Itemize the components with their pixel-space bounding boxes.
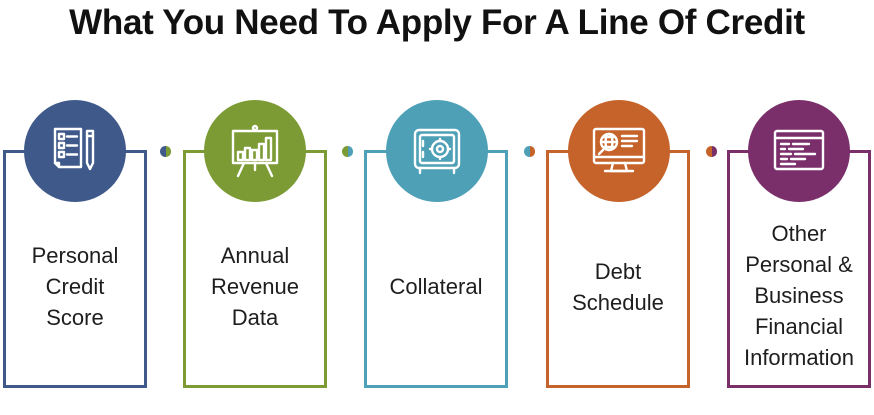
card-label: Annual Revenue Data: [210, 243, 300, 330]
document-pencil-icon: [24, 100, 126, 202]
card-label: Collateral: [389, 274, 483, 299]
card-label: Other Personal & Business Financial Info…: [743, 221, 855, 370]
computer-globe-icon: [568, 100, 670, 202]
card-label: Personal Credit Score: [31, 243, 119, 330]
code-window-icon: [748, 100, 850, 202]
bar-chart-easel-icon: [204, 100, 306, 202]
connector-dot: [524, 146, 535, 157]
page-title: What You Need To Apply For A Line Of Cre…: [69, 3, 805, 42]
connector-dot: [160, 146, 171, 157]
requirement-card-debt-schedule: Debt Schedule: [546, 150, 690, 388]
safe-icon: [386, 100, 488, 202]
card-label: Debt Schedule: [572, 258, 664, 315]
connector-dot: [342, 146, 353, 157]
requirement-card-other-financial-info: Other Personal & Business Financial Info…: [727, 150, 871, 388]
connector-dot: [706, 146, 717, 157]
